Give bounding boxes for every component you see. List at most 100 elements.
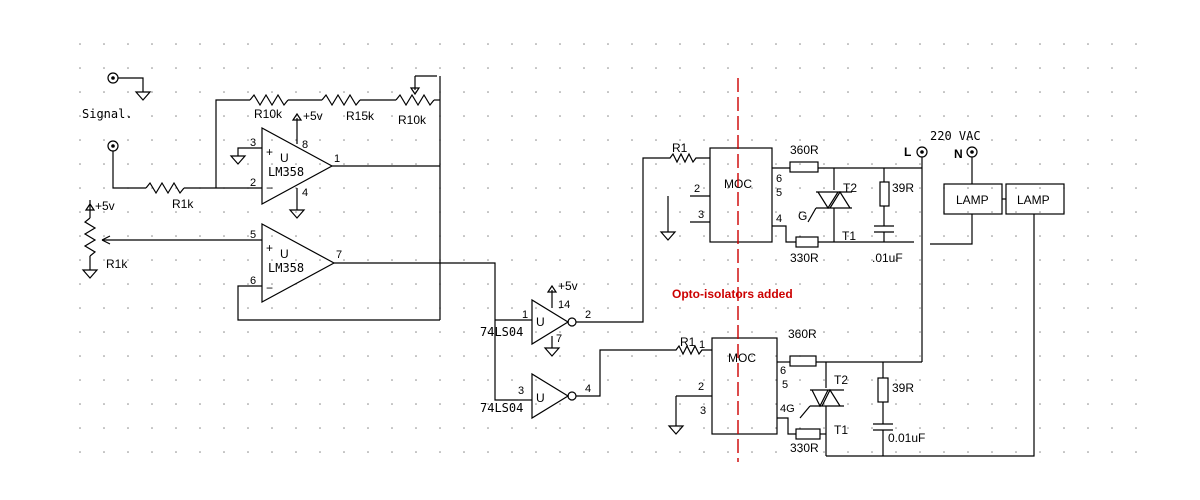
- grid-dot: [319, 379, 321, 381]
- grid-dot: [919, 331, 921, 333]
- grid-dot: [247, 403, 249, 405]
- grid-dot: [1063, 307, 1065, 309]
- grid-dot: [871, 427, 873, 429]
- grid-dot: [103, 355, 105, 357]
- grid-dot: [1015, 211, 1017, 213]
- grid-dot: [919, 43, 921, 45]
- grid-dot: [415, 67, 417, 69]
- grid-dot: [487, 427, 489, 429]
- grid-dot: [487, 187, 489, 189]
- grid-dot: [295, 67, 297, 69]
- grid-dot: [271, 139, 273, 141]
- grid-dot: [535, 43, 537, 45]
- grid-dot: [199, 355, 201, 357]
- grid-dots: [79, 43, 1137, 453]
- grid-dot: [367, 139, 369, 141]
- grid-dot: [295, 91, 297, 93]
- grid-dot: [319, 403, 321, 405]
- grid-dot: [967, 427, 969, 429]
- grid-dot: [343, 283, 345, 285]
- grid-dot: [607, 283, 609, 285]
- grid-dot: [415, 379, 417, 381]
- grid-dot: [703, 259, 705, 261]
- grid-dot: [127, 259, 129, 261]
- grid-dot: [1135, 307, 1137, 309]
- grid-dot: [583, 307, 585, 309]
- grid-dot: [199, 211, 201, 213]
- grid-dot: [127, 43, 129, 45]
- grid-dot: [679, 307, 681, 309]
- grid-dot: [583, 43, 585, 45]
- grid-dot: [703, 403, 705, 405]
- grid-dot: [511, 163, 513, 165]
- grid-dot: [103, 139, 105, 141]
- grid-dot: [1063, 379, 1065, 381]
- grid-dot: [1015, 91, 1017, 93]
- grid-dot: [583, 259, 585, 261]
- grid-dot: [463, 115, 465, 117]
- grid-dot: [439, 403, 441, 405]
- triac-upper-t1: T1: [842, 229, 856, 243]
- pot-r1k: [83, 217, 97, 257]
- grid-dot: [607, 187, 609, 189]
- grid-dot: [991, 379, 993, 381]
- grid-dot: [559, 91, 561, 93]
- grid-dot: [871, 235, 873, 237]
- grid-dot: [511, 91, 513, 93]
- grid-dot: [511, 211, 513, 213]
- grid-dot: [847, 43, 849, 45]
- grid-dot: [751, 163, 753, 165]
- grid-dot: [295, 403, 297, 405]
- grid-dot: [775, 67, 777, 69]
- grid-dot: [487, 67, 489, 69]
- op2-minus: −: [266, 281, 273, 295]
- moc-upper-pin2: 2: [694, 183, 700, 195]
- grid-dot: [535, 283, 537, 285]
- grid-dot: [847, 139, 849, 141]
- grid-dot: [199, 403, 201, 405]
- grid-dot: [223, 235, 225, 237]
- grid-dot: [799, 139, 801, 141]
- grid-dot: [1039, 307, 1041, 309]
- grid-dot: [463, 187, 465, 189]
- triac-lower: [799, 362, 844, 456]
- grid-dot: [199, 427, 201, 429]
- grid-dot: [583, 283, 585, 285]
- moc-upper-pin5: 5: [776, 187, 782, 199]
- grid-dot: [799, 451, 801, 453]
- grid-dot: [967, 67, 969, 69]
- grid-dot: [391, 451, 393, 453]
- grid-dot: [559, 403, 561, 405]
- grid-dot: [247, 139, 249, 141]
- grid-dot: [535, 91, 537, 93]
- grid-dot: [703, 283, 705, 285]
- grid-dot: [943, 139, 945, 141]
- grid-dot: [1087, 91, 1089, 93]
- grid-dot: [127, 283, 129, 285]
- opto-isolators-annotation: Opto-isolators added: [672, 287, 793, 301]
- grid-dot: [607, 259, 609, 261]
- grid-dot: [1039, 91, 1041, 93]
- grid-dot: [79, 91, 81, 93]
- inv2-part: 74LS04: [480, 401, 523, 415]
- grid-dot: [679, 283, 681, 285]
- grid-dot: [679, 451, 681, 453]
- grid-dot: [847, 163, 849, 165]
- grid-dot: [751, 283, 753, 285]
- grid-dot: [991, 67, 993, 69]
- grid-dot: [343, 235, 345, 237]
- grid-dot: [391, 115, 393, 117]
- grid-dot: [583, 427, 585, 429]
- grid-dot: [463, 355, 465, 357]
- grid-dot: [679, 355, 681, 357]
- grid-dot: [847, 451, 849, 453]
- grid-dot: [487, 43, 489, 45]
- grid-dot: [751, 451, 753, 453]
- grid-dot: [823, 259, 825, 261]
- grid-dot: [319, 187, 321, 189]
- grid-dot: [895, 451, 897, 453]
- grid-dot: [1087, 163, 1089, 165]
- grid-dot: [223, 67, 225, 69]
- grid-dot: [271, 379, 273, 381]
- grid-dot: [511, 115, 513, 117]
